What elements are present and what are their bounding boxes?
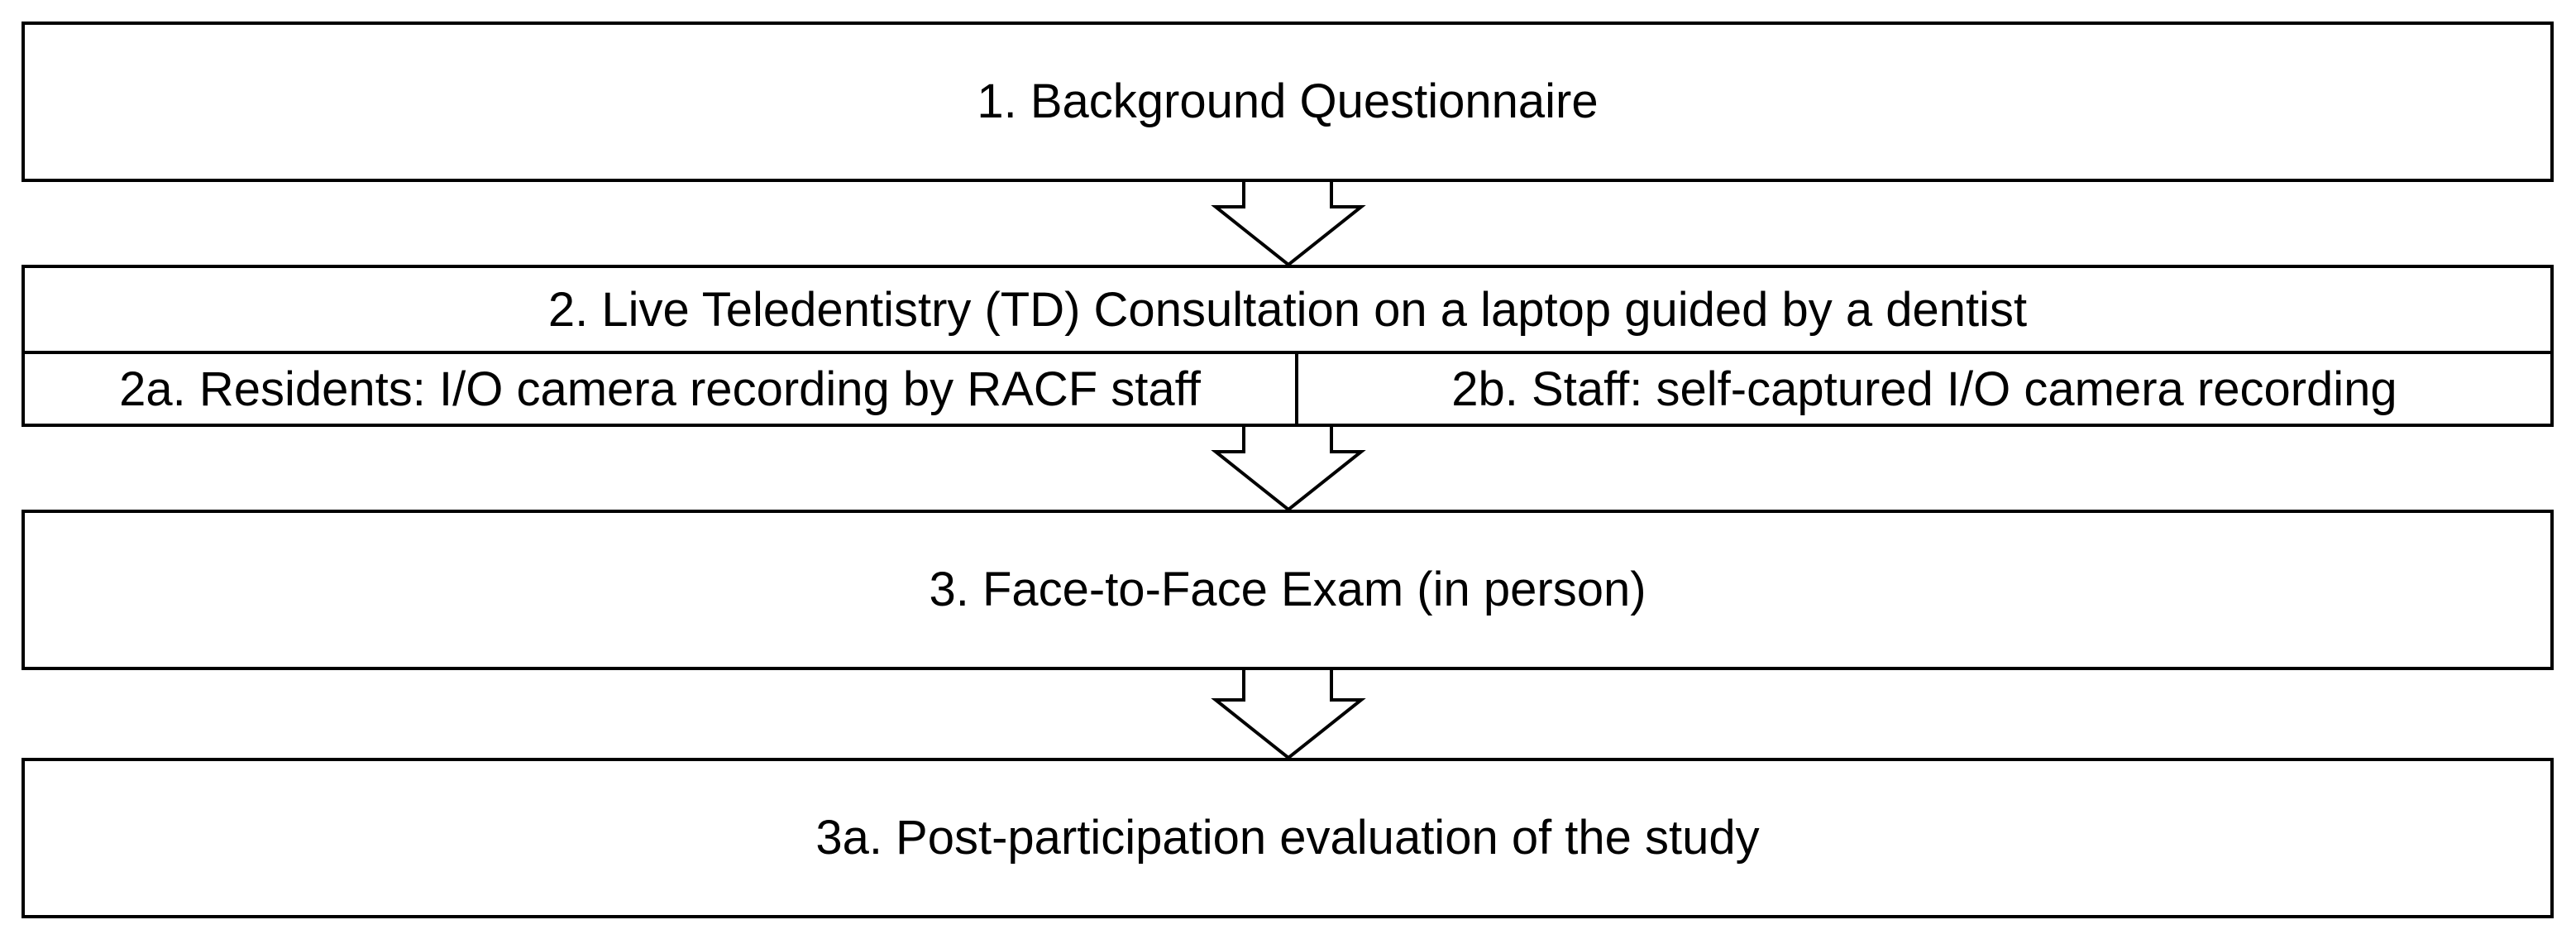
step-2-label: 2. Live Teledentistry (TD) Consultation … [547,282,2028,337]
step-1-label: 1. Background Questionnaire [977,74,1599,128]
step-3-label: 3. Face-to-Face Exam (in person) [929,563,1646,616]
step-2b-label: 2b. Staff: self-captured I/O camera reco… [1451,362,2397,416]
vertical-divider [1295,351,1298,424]
down-arrow-icon [1211,667,1366,760]
down-arrow-icon [1211,424,1366,512]
step-3a-box: 3a. Post-participation evaluation of the… [22,758,2554,918]
step-2a-label: 2a. Residents: I/O camera recording by R… [119,362,1201,416]
step-3a-label: 3a. Post-participation evaluation of the… [815,811,1760,865]
step-2-box: 2. Live Teledentistry (TD) Consultation … [22,265,2554,427]
horizontal-divider [25,351,2550,354]
down-arrow-icon [1211,179,1366,267]
step-3-box: 3. Face-to-Face Exam (in person) [22,510,2554,670]
step-1-box: 1. Background Questionnaire [22,22,2554,182]
